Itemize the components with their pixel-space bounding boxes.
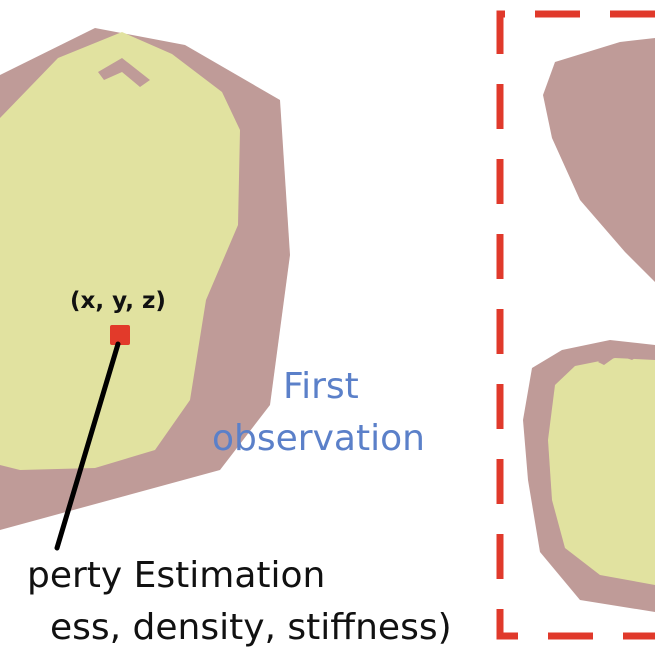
first-observation-label-line1: First: [283, 366, 359, 407]
fruit-notch: [98, 58, 150, 87]
point-coordinate-label: (x, y, z): [70, 288, 166, 314]
fruit-flesh: [0, 32, 240, 470]
fruit-cross-section-main: [0, 28, 290, 530]
fruit-top-piece: [543, 38, 655, 282]
fruit-bottom-notch: [598, 348, 640, 365]
property-estimation-label-line2: ess, density, stiffness): [50, 607, 452, 648]
pointer-line: [54, 341, 121, 551]
fruit-bottom-piece: [523, 340, 655, 612]
query-point-marker: [110, 325, 130, 345]
dashed-box-outline: [496, 10, 655, 640]
fruit-bottom-flesh: [548, 358, 655, 585]
first-observation-label-line2: observation: [212, 418, 425, 459]
property-estimation-label-line1: perty Estimation: [27, 555, 326, 596]
